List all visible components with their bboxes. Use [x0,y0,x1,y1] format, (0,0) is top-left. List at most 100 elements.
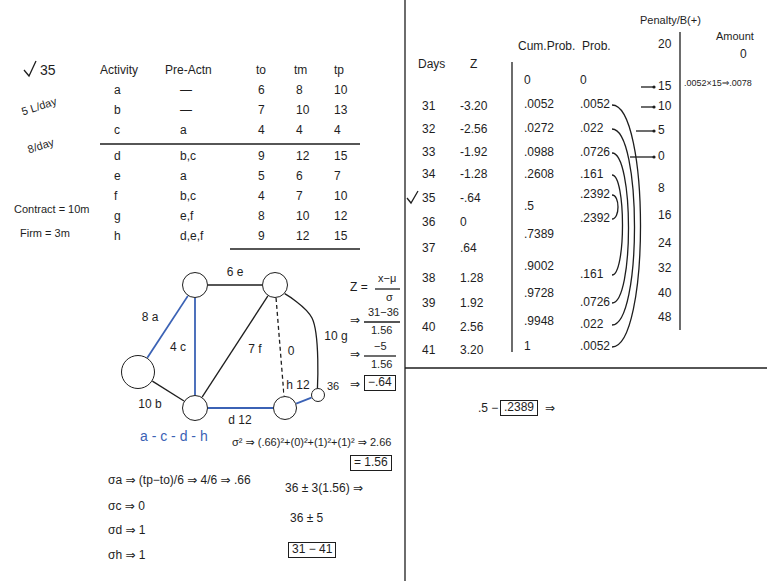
activity-label: 7 f [246,343,263,357]
boxed-result: −.64 [364,375,396,391]
activity-arrow [296,398,311,404]
note-text: .9728 [524,287,554,301]
event-node [182,395,208,421]
pointer-tick [636,130,653,131]
note-text: a [180,124,187,138]
note-text: h [114,230,121,244]
note-text: .0726 [580,296,610,310]
note-text: 1.56 [371,324,392,337]
note-text: .2608 [524,168,554,182]
note-text: 7 [334,170,341,184]
activity-arrow [202,296,268,397]
note-text: .0272 [524,122,554,136]
note-text: 8 [658,182,665,196]
note-text: 35 [40,62,56,78]
note-text: ⇒ [350,378,360,392]
note-text: 35 [422,192,435,206]
pointer-tick [630,156,653,157]
note-text: 6 [258,84,265,98]
note-text: 5 [258,170,265,184]
note-text: 4 [334,124,341,138]
note-text: Z [470,58,477,72]
pointer-dot [652,85,655,88]
note-text: x−μ [378,272,396,285]
note-text: 34 [422,168,435,182]
fraction-bar [364,355,396,356]
event-time: 36 [327,380,339,393]
note-text: 2.56 [460,321,483,335]
note-text: .022 [580,318,603,332]
note-text: 33 [422,146,435,160]
activity-label: 8 a [140,311,161,325]
note-text: 48 [658,311,671,325]
note-text: 5 L/day [20,95,58,118]
pair-bracket [612,105,641,347]
note-text: 36 [422,216,435,230]
boxed-result: .2389 [500,400,538,416]
note-text: 0 [658,150,665,164]
note-text: .0052 [580,98,610,112]
note-text: 0 [524,74,531,88]
note-text: .9002 [524,260,554,274]
activity-label: 10 b [136,398,163,412]
note-text: 12 [334,210,347,224]
table-rule [679,32,680,330]
note-text: 40 [422,321,435,335]
note-text: σd ⇒ 1 [108,524,145,538]
note-text: 12 [296,230,309,244]
note-text: .0052 [524,98,554,112]
note-text: 8 [296,84,303,98]
note-text: −5 [374,340,387,353]
note-text: 15 [334,230,347,244]
activity-label: h 12 [284,379,311,393]
note-text: 0 [740,48,747,62]
note-text: 8/day [26,136,56,156]
pointer-dot [652,155,655,158]
pair-bracket [612,195,618,219]
note-text: .2392 [580,188,610,202]
note-text: 10 [658,100,671,114]
note-text: 36 ± 3(1.56) ⇒ [285,482,363,496]
note-text: 3.20 [460,344,483,358]
activity-label: 4 c [168,341,188,355]
note-text: ⇒ [545,402,555,416]
check-mark [24,61,36,76]
note-text: tp [334,64,344,78]
note-text: .7389 [524,228,554,242]
note-text: 31 [422,100,435,114]
note-text: -1.28 [460,168,487,182]
event-node: 36 [311,388,325,402]
note-text: b,c [180,150,196,164]
pair-bracket [612,129,635,325]
note-text: -3.20 [460,100,487,114]
note-text: 15 [334,150,347,164]
divider-line [404,0,405,581]
note-text: .161 [580,168,603,182]
pair-bracket [612,153,629,303]
note-text: e [114,170,121,184]
note-text: 20 [658,38,671,52]
table-rule [230,248,360,249]
note-text: Prob. [582,40,611,54]
note-text: 0 [460,216,467,230]
note-text: 10 [296,104,309,118]
note-text: -.64 [460,192,481,206]
note-text: Firm = 3m [20,227,70,240]
note-text: σh ⇒ 1 [108,549,145,563]
note-text: 1.92 [460,297,483,311]
note-text: ⇒ [350,314,360,328]
note-text: 7 [296,190,303,204]
note-text: 37 [422,242,435,256]
note-text: 41 [422,344,435,358]
note-text: Activity [100,64,138,78]
note-text: .0052×15⇒.0078 [684,78,752,88]
activity-arrow [147,296,188,358]
note-text: .0988 [524,146,554,160]
note-text: 13 [334,104,347,118]
note-text: Z = [350,281,368,295]
note-text: .5 − [478,402,498,416]
activity-arrow [285,294,318,388]
note-text: 10 [334,190,347,204]
note-text: g [114,210,121,224]
note-text: 4 [296,124,303,138]
